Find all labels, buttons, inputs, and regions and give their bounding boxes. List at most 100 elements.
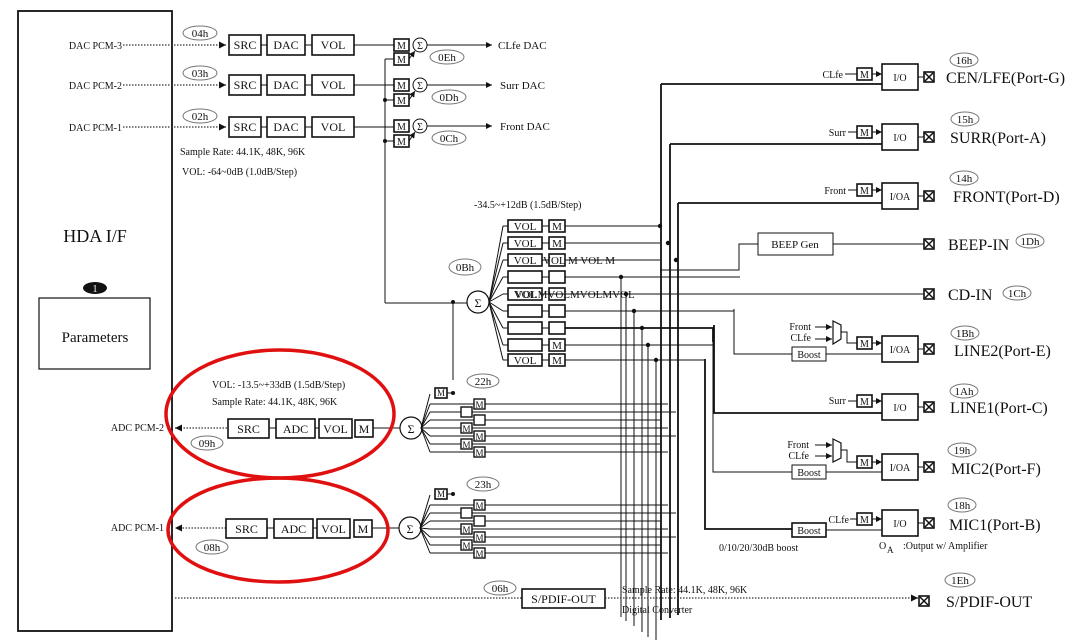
- mute-block: [473, 414, 486, 426]
- port-1bh: Front CLfe M I/OA Boost 1Bh LINE2(Port-E…: [733, 309, 1051, 363]
- port-name-spdif: S/PDIF-OUT: [946, 594, 1032, 611]
- nid-1eh: 1Eh: [951, 575, 969, 587]
- adc-sample-rate-note: Sample Rate: 44.1K, 48K, 96K: [212, 397, 338, 408]
- mute-label: M: [462, 525, 470, 535]
- dac-path-2: DAC PCM-2 03h SRC DAC VOL: [69, 65, 394, 96]
- mute-label: M: [397, 122, 406, 133]
- port-name-surr: SURR(Port-A): [950, 130, 1046, 147]
- port-14h: Front M I/OA 14h FRONT(Port-D): [677, 170, 1060, 615]
- spdif-path: 06h S/PDIF-OUT Sample Rate: 44.1K, 48K, …: [175, 572, 1032, 616]
- spdif-desc: Digital Converter: [622, 605, 693, 616]
- mute-block: [473, 499, 486, 511]
- sum-icon: Σ: [417, 81, 423, 92]
- front-source-label: Front: [787, 440, 809, 451]
- parameters-label: Parameters: [62, 330, 129, 346]
- mute-label: M: [860, 128, 869, 139]
- port-18h: CLfe M I/O Boost 18h MIC1(Port-B) 0/10/2…: [704, 359, 1041, 555]
- mixer-vol-block: [507, 270, 543, 284]
- io-block: I/O: [893, 403, 906, 414]
- pin-icon: [918, 595, 930, 607]
- spdif-sample-rate-note: Sample Rate: 44.1K, 48K, 96K: [622, 585, 748, 596]
- port-name-front: FRONT(Port-D): [953, 189, 1060, 206]
- clfe-source-label: CLfe: [788, 451, 809, 462]
- vol-block: VOL: [323, 422, 348, 436]
- boost-block: Boost: [797, 350, 821, 361]
- mute-label: M: [552, 355, 562, 367]
- highlight-adc-pcm-1: [166, 476, 390, 584]
- port-1ch: CD-IN 1Ch: [540, 285, 1032, 304]
- mute-label: M: [462, 541, 470, 551]
- mute-label: M: [860, 515, 869, 526]
- beep-gen-block: BEEP Gen: [771, 239, 819, 251]
- pin-icon: [923, 517, 935, 529]
- mute-block: [460, 422, 473, 434]
- dac-block: DAC: [273, 38, 298, 52]
- mute-label: M: [437, 388, 445, 398]
- mute-label: M: [860, 186, 869, 197]
- vol-label: VOL: [514, 289, 537, 301]
- nid-06h: 06h: [492, 583, 509, 595]
- pin-icon: [923, 238, 935, 250]
- dac-sample-rate-note: Sample Rate: 44.1K, 48K, 96K: [180, 147, 306, 158]
- oa-symbol: O: [879, 541, 886, 552]
- oa-description: :Output w/ Amplifier: [903, 541, 988, 552]
- overlap-text: VOL M VOL M: [543, 255, 615, 267]
- sum-icon: Σ: [407, 522, 414, 536]
- clfe-source-label: CLfe: [828, 515, 849, 526]
- mute-label: M: [397, 137, 406, 148]
- mute-block: [473, 531, 486, 543]
- boost-block: Boost: [797, 468, 821, 479]
- front-source-label: Front: [824, 186, 846, 197]
- nid-02h: 02h: [192, 111, 209, 123]
- mute-label: M: [552, 221, 562, 233]
- vol-block: VOL: [321, 522, 346, 536]
- port-name-cd: CD-IN: [948, 287, 993, 304]
- oa-subscript: A: [887, 545, 894, 555]
- boost-block: Boost: [797, 526, 821, 537]
- mute-label: M: [462, 424, 470, 434]
- mute-label: M: [475, 549, 483, 559]
- pin-icon: [923, 401, 935, 413]
- adc-pcm-2-label: ADC PCM-2: [111, 423, 164, 434]
- parameters-box: [38, 297, 151, 370]
- mute-block: [473, 430, 486, 442]
- mixer-mute-block: [548, 321, 566, 335]
- mixer-mute-block: [548, 270, 566, 284]
- sum-icon: Σ: [417, 122, 423, 133]
- nid-22h: 22h: [475, 376, 492, 388]
- port-1ah: Surr M I/O 1Ah LINE1(Port-C): [713, 325, 1048, 421]
- src-block: SRC: [234, 78, 257, 92]
- io-block: I/O: [893, 73, 906, 84]
- adc-path-2: ADC PCM-2 SRC ADC VOL M 09h VOL: -13.5~+…: [111, 373, 500, 451]
- nid-0ch: 0Ch: [440, 133, 459, 145]
- nid-16h: 16h: [956, 55, 973, 67]
- mixer-range-note: -34.5~+12dB (1.5dB/Step): [474, 200, 581, 211]
- dac-path-1: DAC PCM-1 02h SRC DAC VOL Sample Rate: 4…: [69, 108, 394, 178]
- mixer-vol-block: [507, 304, 543, 318]
- front-dac-label: Front DAC: [500, 121, 550, 133]
- src-block: SRC: [234, 120, 257, 134]
- adc-vol-note: VOL: -13.5~+33dB (1.5dB/Step): [212, 380, 345, 391]
- port-name-line1: LINE1(Port-C): [950, 400, 1048, 417]
- pin-icon: [923, 288, 935, 300]
- nid-0bh: 0Bh: [456, 262, 475, 274]
- nid-23h: 23h: [475, 479, 492, 491]
- vol-block: VOL: [321, 120, 346, 134]
- port-19h: Front CLfe M I/OA Boost 19h MIC2(Port-F): [712, 342, 1041, 481]
- sum-icon: Σ: [475, 296, 482, 310]
- adc-path-1: ADC PCM-1 SRC ADC VOL M 08h Σ 23h: [111, 476, 500, 555]
- io-block: I/OA: [890, 463, 911, 474]
- nid-19h: 19h: [954, 445, 971, 457]
- vol-label: VOL: [514, 355, 537, 367]
- vol-block: VOL: [321, 78, 346, 92]
- port-name-mic1: MIC1(Port-B): [949, 517, 1041, 534]
- mute-block: [473, 446, 486, 458]
- adc-block: ADC: [283, 422, 308, 436]
- mute-label: M: [475, 400, 483, 410]
- nid-1ch: 1Ch: [1008, 288, 1027, 300]
- port-name-mic2: MIC2(Port-F): [951, 461, 1041, 478]
- analog-mixer-0bh: Σ 0Bh -34.5~+12dB (1.5dB/Step): [385, 200, 581, 380]
